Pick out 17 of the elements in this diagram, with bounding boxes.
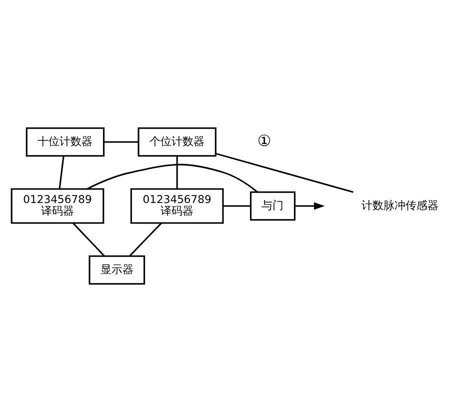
connector [223, 204, 251, 206]
connector [215, 152, 354, 192]
connector [129, 222, 162, 256]
connector [86, 163, 258, 192]
node-box: 显示器 [88, 254, 146, 284]
connector [72, 222, 105, 256]
node-box: 个位计数器 [138, 126, 216, 156]
node-box: 0123456789 译码器 [130, 188, 224, 224]
connector [58, 155, 64, 188]
node-box: 十位计数器 [26, 126, 105, 156]
node-text: 计数脉冲传感器 [362, 198, 439, 212]
connector [104, 140, 138, 142]
label: ① [257, 131, 272, 150]
node-box: 与门 [250, 190, 296, 220]
node-box: 0123456789 译码器 [10, 188, 104, 224]
connector [176, 156, 178, 188]
arrow [294, 202, 325, 210]
